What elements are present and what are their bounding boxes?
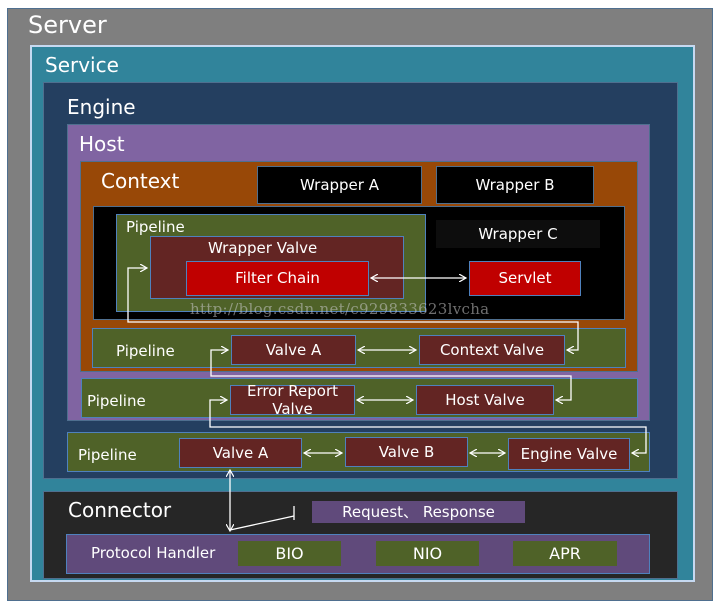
engine-valve-a: Valve A: [179, 438, 302, 468]
wrapper-a-label: Wrapper A: [300, 175, 379, 194]
context-pipeline-label: Pipeline: [116, 342, 175, 360]
server-label: Server: [28, 11, 107, 39]
wrapper-c-label: Wrapper C: [478, 224, 558, 243]
engine-label: Engine: [67, 95, 136, 119]
host-valve-label: Host Valve: [445, 390, 525, 409]
error-report-valve-label: Error Report Valve: [246, 382, 339, 418]
apr-box: APR: [513, 541, 617, 566]
bio-label: BIO: [275, 544, 304, 563]
request-response-label: Request、 Response: [342, 502, 495, 521]
wrapper-pipeline-label: Pipeline: [126, 218, 185, 236]
request-response-box: Request、 Response: [312, 501, 525, 523]
engine-valve-label: Engine Valve: [520, 444, 618, 463]
host-valve: Host Valve: [416, 385, 554, 415]
engine-valve-b-label: Valve B: [378, 442, 435, 461]
host-pipeline: Pipeline: [81, 378, 638, 418]
service-label: Service: [45, 53, 119, 77]
filter-chain-label: Filter Chain: [235, 269, 320, 287]
wrapper-a-box: Wrapper A: [257, 166, 422, 204]
engine-valve-a-label: Valve A: [212, 443, 269, 462]
context-valve-a-label: Valve A: [265, 340, 322, 359]
error-report-valve: Error Report Valve: [230, 382, 355, 418]
context-valve: Context Valve: [419, 335, 565, 365]
context-valve-label: Context Valve: [439, 340, 545, 359]
wrapper-valve-label: Wrapper Valve: [208, 239, 318, 257]
wrapper-b-label: Wrapper B: [475, 175, 555, 194]
watermark-text: http://blog.csdn.net/c929833623lvcha: [190, 300, 490, 318]
context-label: Context: [101, 169, 180, 193]
wrapper-c-label-box: Wrapper C: [436, 220, 600, 248]
connector-label: Connector: [68, 498, 172, 522]
host-pipeline-label: Pipeline: [87, 392, 146, 410]
context-valve-a: Valve A: [231, 335, 356, 365]
engine-valve: Engine Valve: [508, 438, 630, 470]
bio-box: BIO: [238, 541, 341, 566]
apr-label: APR: [549, 544, 581, 563]
servlet-label: Servlet: [498, 269, 552, 287]
filter-chain-box: Filter Chain: [186, 261, 369, 296]
wrapper-b-box: Wrapper B: [436, 166, 594, 204]
engine-valve-b: Valve B: [345, 437, 468, 467]
host-label: Host: [79, 132, 125, 156]
nio-label: NIO: [412, 544, 443, 563]
protocol-handler-label: Protocol Handler: [91, 544, 216, 562]
servlet-box: Servlet: [469, 261, 581, 296]
nio-box: NIO: [376, 541, 479, 566]
engine-pipeline-label: Pipeline: [78, 446, 137, 464]
